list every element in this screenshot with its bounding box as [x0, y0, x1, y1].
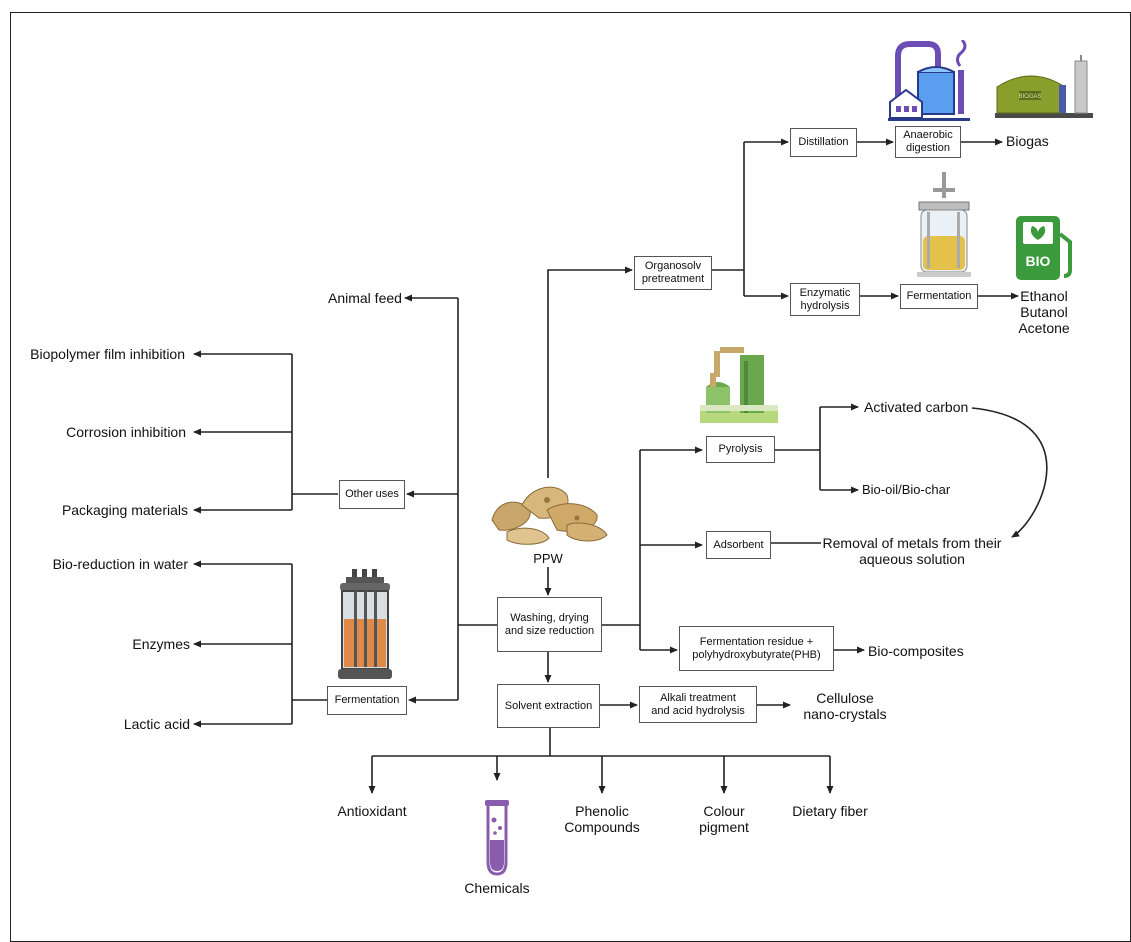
- animal-feed-label: Animal feed: [328, 290, 402, 306]
- alkali-treatment-box: Alkali treatment and acid hydrolysis: [639, 686, 757, 723]
- test-tube-icon: [485, 800, 509, 876]
- acetone-label: Acetone: [1018, 320, 1070, 336]
- biogas-sign-text: BIOGAS: [1018, 94, 1041, 100]
- packaging-label: Packaging materials: [61, 502, 188, 518]
- biogas-plant-icon: BIOGAS: [995, 55, 1093, 118]
- corrosion-label: Corrosion inhibition: [66, 424, 186, 440]
- cellulose-line1: Cellulose: [816, 690, 874, 706]
- potato-peel-icon: [491, 486, 608, 545]
- activated-carbon-label: Activated carbon: [864, 399, 969, 415]
- ethanol-label: Ethanol: [1020, 288, 1068, 304]
- bioreduction-label: Bio-reduction in water: [52, 556, 188, 572]
- pyrolysis-plant-icon: [700, 347, 778, 423]
- ppw-label: PPW: [533, 551, 563, 566]
- enzymes-label: Enzymes: [132, 636, 190, 652]
- butanol-label: Butanol: [1020, 304, 1068, 320]
- biopolymer-label: Biopolymer film inhibition: [30, 346, 185, 362]
- colour-line1: Colour: [703, 803, 745, 819]
- organosolv-box: Organosolv pretreatment: [634, 256, 712, 290]
- residue-line1: Fermentation residue +: [699, 635, 814, 648]
- fermentation-left-box: Fermentation: [327, 686, 407, 715]
- other-uses-box: Other uses: [339, 480, 405, 509]
- removal-line2: aqueous solution: [859, 551, 965, 567]
- solvent-extraction-box: Solvent extraction: [497, 684, 600, 728]
- arrow-to-organosolv: [547, 266, 633, 478]
- enzymatic-hydrolysis-box: Enzymatic hydrolysis: [790, 283, 860, 316]
- bio-oil-label: Bio-oil/Bio-char: [862, 482, 951, 497]
- lactic-acid-label: Lactic acid: [123, 716, 190, 732]
- alkali-line2: and acid hydrolysis: [651, 704, 745, 717]
- fermentation-top-box: Fermentation: [900, 284, 978, 309]
- cellulose-line2: nano-crystals: [803, 706, 887, 722]
- antioxidant-label: Antioxidant: [337, 803, 407, 819]
- adsorbent-box: Adsorbent: [706, 531, 771, 559]
- curve-activated-to-removal: [971, 407, 1048, 538]
- bio-composites-label: Bio-composites: [868, 643, 964, 659]
- phenolic-line2: Compounds: [564, 819, 640, 835]
- biorefinery-factory-icon: [888, 40, 970, 121]
- bio-pump-text: BIO: [1026, 253, 1051, 269]
- chemicals-label: Chemicals: [464, 880, 530, 896]
- alkali-line1: Alkali treatment: [660, 691, 736, 704]
- anaerobic-digestion-box: Anaerobic digestion: [895, 126, 961, 158]
- bioreactor-top-icon: [917, 172, 971, 277]
- distillation-box: Distillation: [790, 128, 857, 157]
- pyrolysis-box: Pyrolysis: [706, 436, 775, 463]
- removal-line1: Removal of metals from their: [822, 535, 1002, 551]
- bio-fuel-pump-icon: BIO: [1016, 216, 1072, 280]
- fermenter-left-icon: [338, 569, 392, 679]
- dietary-fiber-label: Dietary fiber: [792, 803, 868, 819]
- residue-line2: polyhydroxybutyrate(PHB): [692, 648, 821, 661]
- washing-box: Washing, drying and size reduction: [497, 597, 602, 652]
- fermentation-residue-box: Fermentation residue + polyhydroxybutyra…: [679, 626, 834, 671]
- colour-line2: pigment: [699, 819, 749, 835]
- phenolic-line1: Phenolic: [575, 803, 629, 819]
- biogas-label: Biogas: [1006, 133, 1049, 149]
